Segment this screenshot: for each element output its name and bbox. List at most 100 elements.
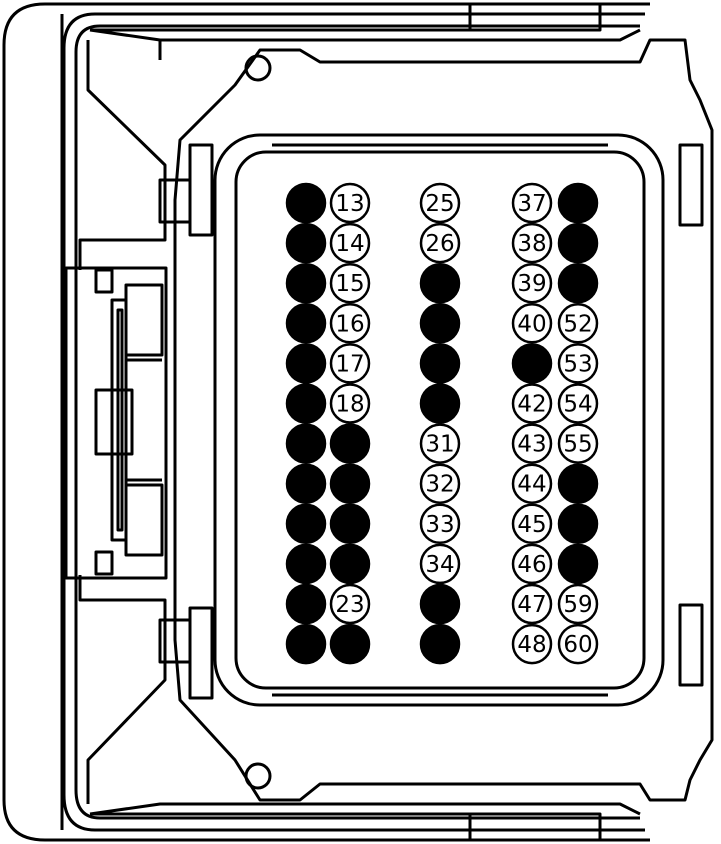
pin-label: 40	[517, 311, 546, 337]
latch-slot	[94, 268, 114, 294]
pin-label: 44	[517, 472, 546, 498]
pin-open	[329, 303, 371, 344]
outer-shell-outline	[2, 2, 650, 842]
pin-filled	[557, 222, 599, 264]
pin-filled	[285, 623, 327, 665]
pin-label: 45	[517, 512, 546, 538]
latch-button	[94, 388, 134, 456]
latch-block-upper	[124, 283, 164, 357]
pin-filled	[329, 543, 371, 585]
pin-open	[557, 623, 599, 665]
pin-label: 48	[517, 632, 546, 658]
lug-mount-lower	[188, 606, 214, 700]
pin-filled	[285, 182, 327, 224]
pin-label: 43	[517, 432, 546, 458]
pin-filled	[419, 583, 461, 625]
pin-filled	[557, 463, 599, 504]
pin-open	[557, 383, 599, 424]
notch-peg-top	[244, 54, 272, 82]
pin-label: 25	[425, 191, 454, 217]
pin-label: 17	[335, 351, 364, 377]
pin-label: 52	[563, 311, 592, 337]
pin-label: 16	[335, 311, 364, 337]
pin-open	[511, 262, 553, 304]
pin-filled	[557, 503, 599, 545]
pin-open	[419, 463, 461, 504]
pin-filled	[511, 343, 553, 384]
pin-filled	[285, 383, 327, 424]
cavity-inner-frame	[234, 150, 646, 690]
pin-filled	[285, 303, 327, 344]
pin-label: 53	[563, 351, 592, 377]
pin-open	[329, 343, 371, 384]
latch-block-lower	[124, 483, 164, 557]
pin-filled	[285, 423, 327, 464]
pin-open	[419, 503, 461, 545]
pin-open	[511, 423, 553, 464]
pin-open	[511, 222, 553, 264]
latch-slot	[94, 550, 114, 576]
pin-label: 15	[335, 271, 364, 297]
pin-filled	[419, 343, 461, 384]
pin-filled	[285, 343, 327, 384]
pin-filled	[285, 262, 327, 304]
inner-housing-frame	[173, 38, 714, 802]
pin-label: 42	[517, 392, 546, 418]
pin-open	[511, 383, 553, 424]
pin-open	[511, 503, 553, 545]
latch-arm	[110, 298, 128, 542]
pin-filled	[329, 623, 371, 665]
right-lug-upper	[678, 143, 704, 227]
pin-filled	[557, 543, 599, 585]
pin-label: 54	[563, 392, 592, 418]
pin-label: 13	[335, 191, 364, 217]
pin-open	[329, 583, 371, 625]
pin-open	[511, 583, 553, 625]
pin-open	[419, 423, 461, 464]
pin-open	[557, 423, 599, 464]
pin-label: 33	[425, 512, 454, 538]
pin-filled	[419, 623, 461, 665]
pin-filled	[285, 543, 327, 585]
side-rail-lower	[78, 575, 167, 804]
pin-filled	[329, 423, 371, 464]
notch-peg-bottom	[244, 762, 272, 790]
pin-open	[511, 463, 553, 504]
pin-open	[329, 383, 371, 424]
pin-filled	[329, 463, 371, 504]
pin-label: 38	[517, 231, 546, 257]
bottom-rail	[89, 802, 641, 840]
pin-label: 37	[517, 191, 546, 217]
pin-open	[511, 623, 553, 665]
pin-open	[557, 303, 599, 344]
pin-label: 46	[517, 552, 546, 578]
pin-filled	[557, 182, 599, 224]
pin-label: 18	[335, 392, 364, 418]
pin-filled	[285, 583, 327, 625]
pin-label: 59	[563, 592, 592, 618]
pin-open	[511, 543, 553, 585]
right-lug-lower	[678, 603, 704, 687]
pin-filled	[285, 463, 327, 504]
pin-label: 47	[517, 592, 546, 618]
pin-filled	[419, 262, 461, 304]
latch-arm-inner	[116, 308, 124, 532]
lug-mount-upper	[188, 143, 214, 237]
shell-ridge-line	[74, 24, 640, 820]
top-rail	[89, 4, 641, 42]
pin-filled	[419, 303, 461, 344]
outer-shell-inner-outline	[62, 12, 645, 832]
cavity-outer-frame	[213, 133, 665, 707]
pin-filled	[285, 222, 327, 264]
side-rail-upper	[78, 40, 167, 270]
pin-open	[419, 543, 461, 585]
pin-label: 34	[425, 552, 454, 578]
pin-open	[329, 222, 371, 264]
pin-label: 23	[335, 592, 364, 618]
pin-grid: 1314151617182325263132333437383940424344…	[285, 182, 599, 665]
pin-label: 26	[425, 231, 454, 257]
pin-open	[419, 182, 461, 224]
pin-label: 39	[517, 271, 546, 297]
pin-label: 14	[335, 231, 364, 257]
